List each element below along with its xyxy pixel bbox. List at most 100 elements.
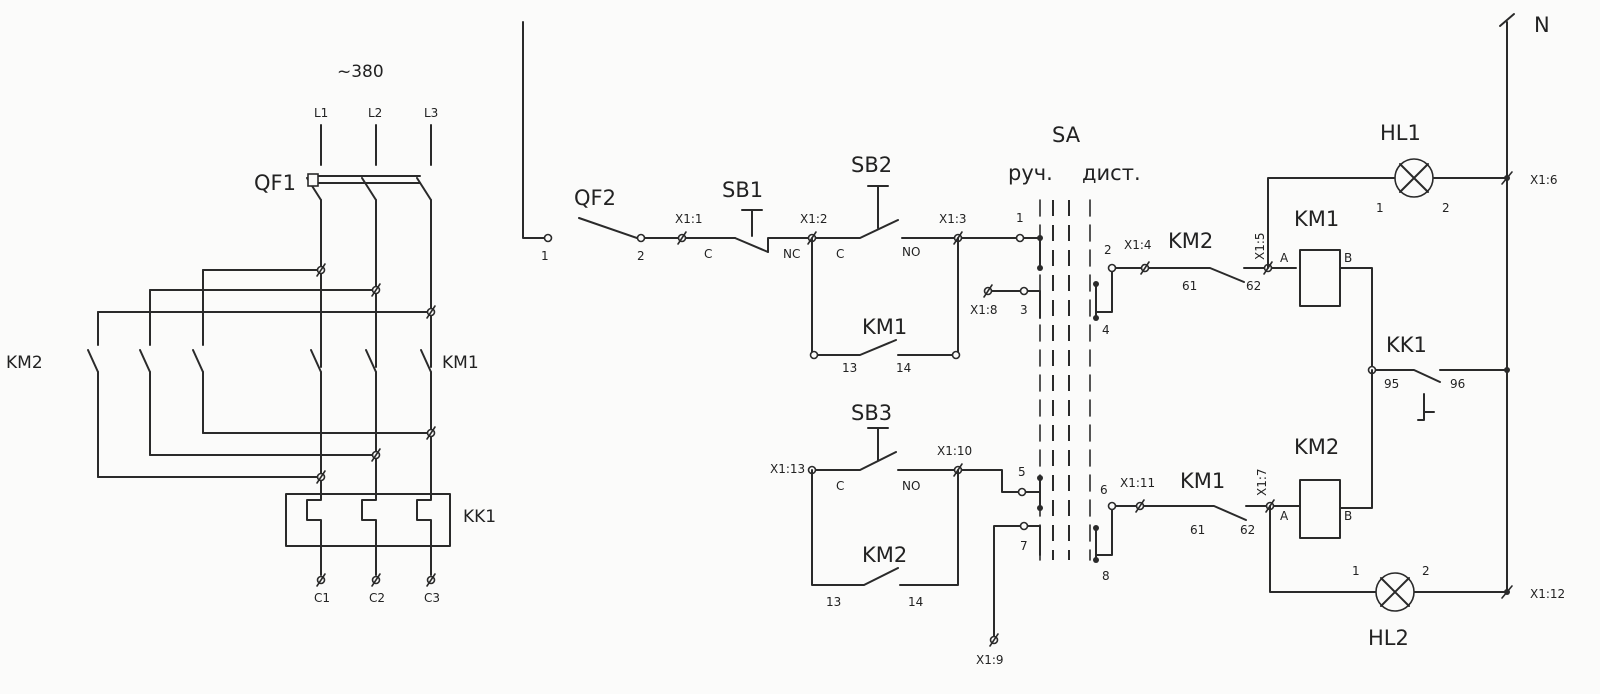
km2-hold-pin14: 14 <box>908 595 923 609</box>
km2-hold-pin13: 13 <box>826 595 841 609</box>
qf2-pin2-label: 2 <box>637 249 645 263</box>
kk1-contact <box>1371 369 1508 383</box>
km1-coil <box>1299 249 1341 307</box>
qf1-contacts <box>306 177 432 201</box>
km2-coil-label: KM2 <box>1294 435 1339 459</box>
hl2-pin2-label: 2 <box>1422 564 1430 578</box>
hl2-branch-wire <box>1269 505 1508 593</box>
sb2-contact <box>815 185 899 239</box>
km1-interlock-pin62: 62 <box>1240 523 1255 537</box>
voltage-label: ~380 <box>337 62 384 82</box>
terminal-x12-label: X1:2 <box>800 212 828 226</box>
km1-power-label: KM1 <box>442 353 479 373</box>
phase-l2-label: L2 <box>368 106 382 120</box>
sa-contact-3 <box>1027 290 1041 319</box>
hl1-pin1-label: 1 <box>1376 201 1384 215</box>
kk1-heaters <box>306 493 432 547</box>
sb2-label: SB2 <box>851 153 892 177</box>
sa-label: SA <box>1052 123 1081 147</box>
kk1-thermal-actuator <box>1417 393 1435 421</box>
sa-pin3-label: 3 <box>1020 303 1028 317</box>
terminal-x113-label: X1:13 <box>770 462 805 476</box>
sb3-contact <box>815 427 897 471</box>
kk1-pin95: 95 <box>1384 377 1399 391</box>
km2-feed-verticals <box>97 269 204 346</box>
qf1-label: QF1 <box>254 171 296 195</box>
qf2-terminal-2 <box>636 233 646 243</box>
km1-coil-return <box>1339 267 1373 371</box>
sa-contact-5 <box>1025 477 1041 509</box>
wire-sb3-out <box>897 469 1019 493</box>
sa-remote-label: дист. <box>1082 161 1141 185</box>
qf2-label: QF2 <box>574 186 616 210</box>
incoming-phase-lines <box>320 124 432 166</box>
output-terminals <box>316 573 436 587</box>
neutral-arrow <box>1499 13 1515 27</box>
sa-pin6-label: 6 <box>1100 483 1108 497</box>
km1-power-contacts <box>310 349 432 373</box>
qf1-handle <box>307 173 319 187</box>
sb1-contact <box>734 209 769 253</box>
phase-l1-label: L1 <box>314 106 328 120</box>
sb2-c-label: C <box>836 247 844 261</box>
sb1-nc-label: NC <box>783 247 800 261</box>
hl2-pin1-label: 1 <box>1352 564 1360 578</box>
sb3-c-label: C <box>836 479 844 493</box>
terminal-x112-label: X1:12 <box>1530 587 1565 601</box>
sb1-c-label: C <box>704 247 712 261</box>
terminal-x111-label: X1:11 <box>1120 476 1155 490</box>
sa-pin7-label: 7 <box>1020 539 1028 553</box>
km1-hold-pin13: 13 <box>842 361 857 375</box>
km2-output-verticals <box>97 371 204 478</box>
kk1-control-label: KK1 <box>1386 333 1427 357</box>
hl2-label: HL2 <box>1368 626 1409 650</box>
km2-holding-circuit <box>811 469 959 586</box>
sa-manual-label: руч. <box>1008 161 1053 185</box>
control-supply-wire <box>522 21 545 239</box>
km2-interlock-pin61: 61 <box>1182 279 1197 293</box>
qf2-terminal-1 <box>543 233 553 243</box>
terminal-x18-label: X1:8 <box>970 303 998 317</box>
terminal-x11-label: X1:1 <box>675 212 703 226</box>
kk1-power-label: KK1 <box>463 507 496 527</box>
sb2-no-label: NO <box>902 245 920 259</box>
km2-hold-label: KM2 <box>862 543 907 567</box>
kk1-pin96: 96 <box>1450 377 1465 391</box>
kk1-to-km2-coil <box>1339 369 1373 509</box>
km2-interlock-pin62: 62 <box>1246 279 1261 293</box>
km1-coil-pin-a: A <box>1280 251 1289 265</box>
km1-coil-pin-b: B <box>1344 251 1352 265</box>
km2-coil <box>1299 479 1341 539</box>
km2-coil-pin-b: B <box>1344 509 1352 523</box>
terminal-x13-label: X1:3 <box>939 212 967 226</box>
sb3-no-label: NO <box>902 479 920 493</box>
wire-sa7-x19 <box>993 525 1021 637</box>
km2-feed-crossovers <box>97 269 432 313</box>
sa-pin5-label: 5 <box>1018 465 1026 479</box>
terminal-x14-label: X1:4 <box>1124 238 1152 252</box>
km1-interlock-label: KM1 <box>1180 469 1225 493</box>
km1-hold-label: KM1 <box>862 315 907 339</box>
terminal-x17-label: X1:7 <box>1255 468 1269 496</box>
phase-verticals <box>320 199 432 368</box>
km2-power-label: KM2 <box>6 353 43 373</box>
sa-pin2-label: 2 <box>1104 243 1112 257</box>
sa-contact-7 <box>1027 525 1041 556</box>
terminal-x16-label: X1:6 <box>1530 173 1558 187</box>
hl1-branch-wire <box>1267 177 1508 269</box>
sb1-label: SB1 <box>722 178 763 202</box>
km2-output-crossovers <box>97 432 432 478</box>
sa-pin1-label: 1 <box>1016 211 1024 225</box>
terminal-x110-label: X1:10 <box>937 444 972 458</box>
sa-pin8-label: 8 <box>1102 569 1110 583</box>
output-lines <box>320 545 432 576</box>
sa-contact-1 <box>1023 237 1041 269</box>
phase-l3-label: L3 <box>424 106 438 120</box>
km2-power-contacts <box>87 349 204 373</box>
terminal-x19-label: X1:9 <box>976 653 1004 667</box>
sa-pin4-label: 4 <box>1102 323 1110 337</box>
power-junction-terminals <box>316 263 436 484</box>
output-c3-label: C3 <box>424 591 440 605</box>
